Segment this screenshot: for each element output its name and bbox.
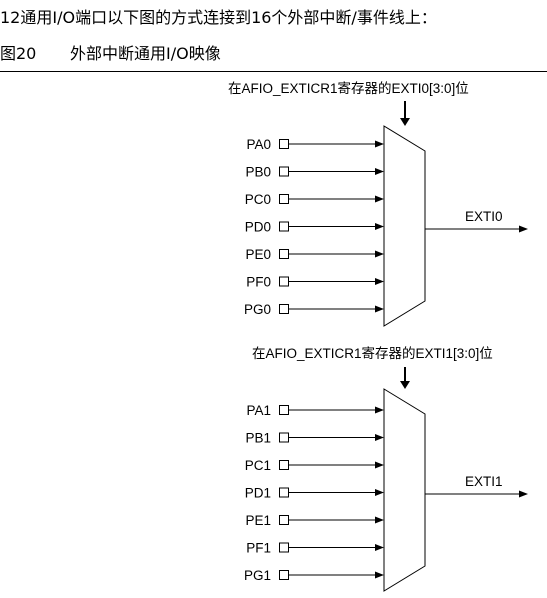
input-pin-box — [279, 166, 289, 177]
input-arrowhead — [375, 434, 384, 441]
select-arrow-head — [400, 118, 410, 126]
figure-number: 图20 — [0, 44, 37, 63]
input-pin-label: PC0 — [245, 192, 271, 207]
input-pin-box — [279, 542, 289, 553]
input-pin-label: PD0 — [245, 220, 271, 235]
input-arrowhead — [375, 140, 384, 148]
input-pin-label: PB0 — [245, 165, 271, 180]
input-pin-box — [279, 139, 289, 149]
intro-text: 12通用I/O端口以下图的方式连接到16个外部中断/事件线上： — [0, 8, 437, 27]
input-pin-label: PD1 — [245, 486, 271, 501]
input-pin-label: PG1 — [244, 568, 271, 583]
input-pin-label: PF0 — [246, 275, 271, 290]
input-pin-label: PG0 — [244, 302, 271, 317]
input-arrowhead — [375, 195, 384, 203]
select-bits-label: 在AFIO_EXTICR1寄存器的EXTI1[3:0]位 — [252, 345, 493, 361]
input-arrowhead — [375, 278, 384, 285]
input-arrowhead — [375, 461, 384, 469]
input-arrowhead — [375, 406, 384, 414]
input-pin-box — [279, 304, 289, 314]
input-pin-label: PC1 — [245, 458, 271, 473]
output-label: EXTI1 — [465, 474, 503, 489]
input-pin-label: PA0 — [246, 137, 271, 152]
input-arrowhead — [375, 489, 384, 496]
input-arrowhead — [375, 250, 384, 258]
output-arrowhead — [519, 490, 528, 498]
input-pin-box — [279, 487, 289, 498]
input-pin-label: PA1 — [246, 403, 271, 418]
input-arrowhead — [375, 571, 384, 579]
multiplexer-block — [383, 388, 426, 592]
input-pin-box — [279, 460, 289, 470]
input-pin-box — [279, 194, 289, 204]
figure-caption: 外部中断通用I/O映像 — [70, 44, 221, 63]
input-pin-box — [279, 570, 289, 580]
input-pin-box — [279, 432, 289, 443]
input-arrowhead — [375, 516, 384, 524]
output-arrowhead — [519, 225, 528, 233]
caption-divider — [0, 71, 547, 72]
input-arrowhead — [375, 544, 384, 551]
input-pin-label: PE1 — [245, 513, 271, 528]
input-arrowhead — [375, 168, 384, 175]
select-bits-label: 在AFIO_EXTICR1寄存器的EXTI0[3:0]位 — [228, 80, 469, 96]
output-label: EXTI0 — [465, 209, 503, 224]
input-arrowhead — [375, 223, 384, 230]
input-pin-box — [279, 405, 289, 415]
input-pin-label: PB1 — [245, 431, 271, 446]
input-pin-box — [279, 515, 289, 525]
select-arrow-head — [400, 381, 410, 389]
input-pin-box — [279, 221, 289, 232]
input-pin-box — [279, 249, 289, 259]
input-arrowhead — [375, 305, 384, 313]
input-pin-label: PE0 — [245, 247, 271, 262]
input-pin-label: PF1 — [246, 541, 271, 556]
multiplexer-block — [383, 125, 426, 327]
input-pin-box — [279, 276, 289, 287]
figure-caption-line: 图20 外部中断通用I/O映像 — [0, 40, 221, 64]
